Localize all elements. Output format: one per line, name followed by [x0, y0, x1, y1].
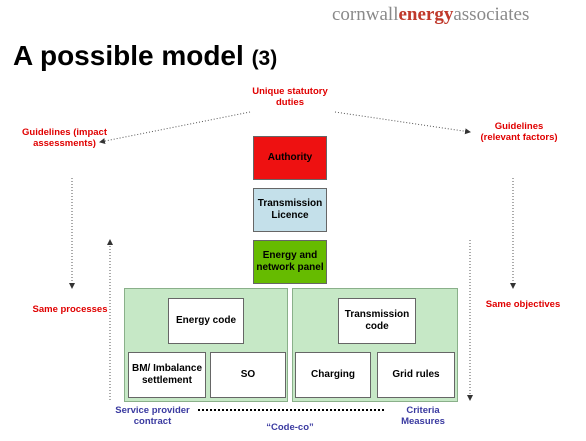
- so-label: SO: [240, 369, 256, 380]
- brand-logo: cornwallenergyassociates: [332, 4, 529, 26]
- brand-part1: cornwall: [332, 4, 399, 25]
- energy-code-label: Energy code: [175, 315, 237, 326]
- guidelines-impact-label: Guidelines (impact assessments): [22, 127, 107, 150]
- code-co-label: “Code-co”: [266, 422, 314, 433]
- criteria-measures-label: Criteria Measures: [401, 405, 445, 428]
- title-number: (3): [251, 47, 278, 70]
- service-provider-label: Service provider contract: [115, 405, 190, 428]
- energy-network-panel-label: Energy and network panel: [256, 250, 324, 273]
- so-box: SO: [210, 352, 286, 398]
- same-processes-label: Same processes: [32, 304, 108, 315]
- title-text: A possible model: [13, 40, 244, 71]
- transmission-code-label: Transmission code: [344, 309, 410, 332]
- brand-part2: energy: [398, 4, 454, 25]
- bm-settlement-box: BM/ Imbalance settlement: [128, 352, 206, 398]
- unique-duties-label: Unique statutory duties: [252, 86, 328, 109]
- grid-rules-label: Grid rules: [392, 369, 440, 380]
- energy-code-box: Energy code: [168, 298, 244, 344]
- guidelines-factors-label: Guidelines (relevant factors): [480, 121, 558, 144]
- arrow-duties-to-right: [334, 111, 471, 135]
- bm-settlement-label: BM/ Imbalance settlement: [131, 363, 203, 386]
- authority-box: Authority: [253, 136, 327, 180]
- same-objectives-label: Same objectives: [485, 299, 561, 310]
- charging-label: Charging: [311, 369, 355, 380]
- brand-part3: associates: [453, 4, 530, 25]
- charging-box: Charging: [295, 352, 371, 398]
- transmission-licence-label: Transmission Licence: [257, 198, 323, 221]
- page-title: A possible model (3): [13, 40, 277, 72]
- transmission-licence-box: Transmission Licence: [253, 188, 327, 232]
- transmission-code-box: Transmission code: [338, 298, 416, 344]
- arrow-duties-to-left: [99, 111, 251, 144]
- authority-label: Authority: [267, 152, 313, 163]
- energy-network-panel-box: Energy and network panel: [253, 240, 327, 284]
- grid-rules-box: Grid rules: [377, 352, 455, 398]
